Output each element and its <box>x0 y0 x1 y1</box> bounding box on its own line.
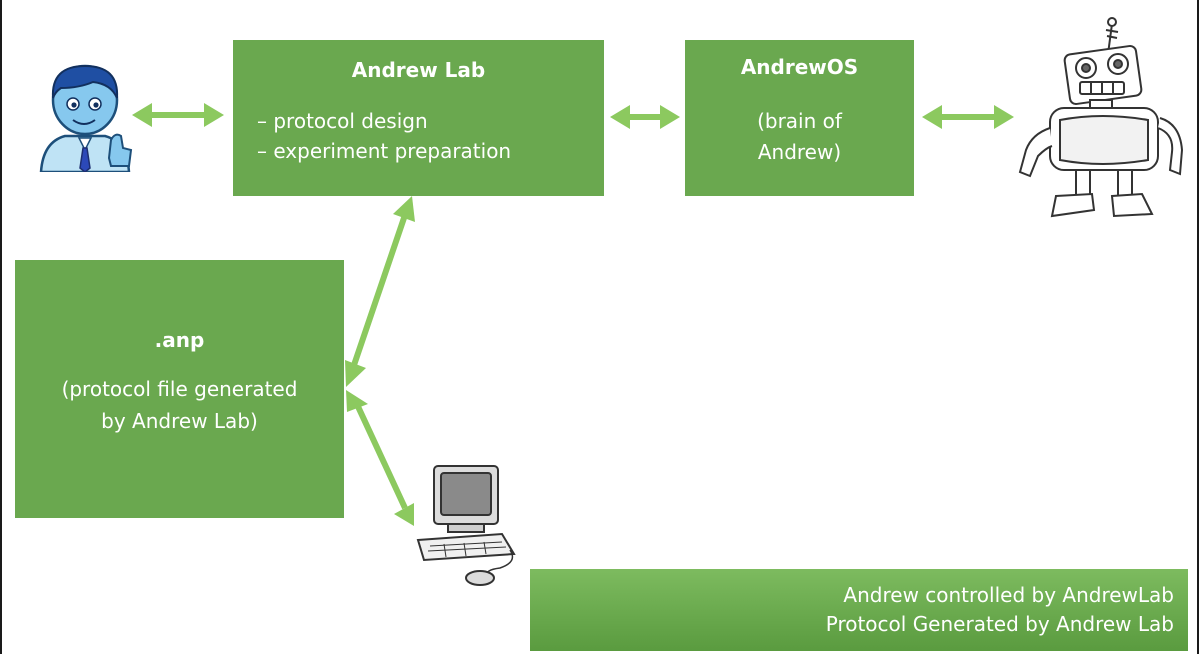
anp-description: (protocol file generated by Andrew Lab) <box>15 373 344 437</box>
andrew-os-desc-line: Andrew) <box>757 140 842 164</box>
anp-file-box: .anp (protocol file generated by Andrew … <box>15 260 344 518</box>
robot-icon <box>1012 10 1187 230</box>
footer-lines: Andrew controlled by AndrewLab Protocol … <box>826 581 1174 639</box>
arrow-anp-computer-shaft <box>352 398 408 510</box>
arrow-user-lab <box>132 103 224 127</box>
footer-line: Protocol Generated by Andrew Lab <box>825 612 1174 636</box>
anp-title: .anp <box>154 328 205 352</box>
right-border <box>1197 0 1199 654</box>
andrew-lab-items: – protocol design – experiment preparati… <box>257 106 511 166</box>
andrew-lab-item: – experiment preparation <box>257 139 512 163</box>
computer-icon <box>414 462 520 586</box>
andrew-os-description: (brain of Andrew) <box>685 106 914 168</box>
arrow-os-robot <box>922 105 1014 129</box>
arrow-lab-anp-shaft <box>350 214 408 369</box>
andrew-os-box: AndrewOS (brain of Andrew) <box>685 40 914 196</box>
user-icon <box>35 60 135 172</box>
arrow-lab-os <box>610 105 680 129</box>
footer-line: Andrew controlled by AndrewLab <box>843 583 1174 607</box>
andrew-lab-item: – protocol design <box>257 109 428 133</box>
andrew-lab-box: Andrew Lab – protocol design – experimen… <box>233 40 604 196</box>
andrew-os-desc-line: (brain of <box>757 109 842 133</box>
footer-banner: Andrew controlled by AndrewLab Protocol … <box>530 569 1188 651</box>
andrew-lab-title: Andrew Lab <box>351 58 486 82</box>
anp-desc-line: (protocol file generated <box>61 377 298 401</box>
left-border <box>0 0 2 654</box>
anp-desc-line: by Andrew Lab) <box>101 409 258 433</box>
andrew-os-title: AndrewOS <box>740 55 859 79</box>
